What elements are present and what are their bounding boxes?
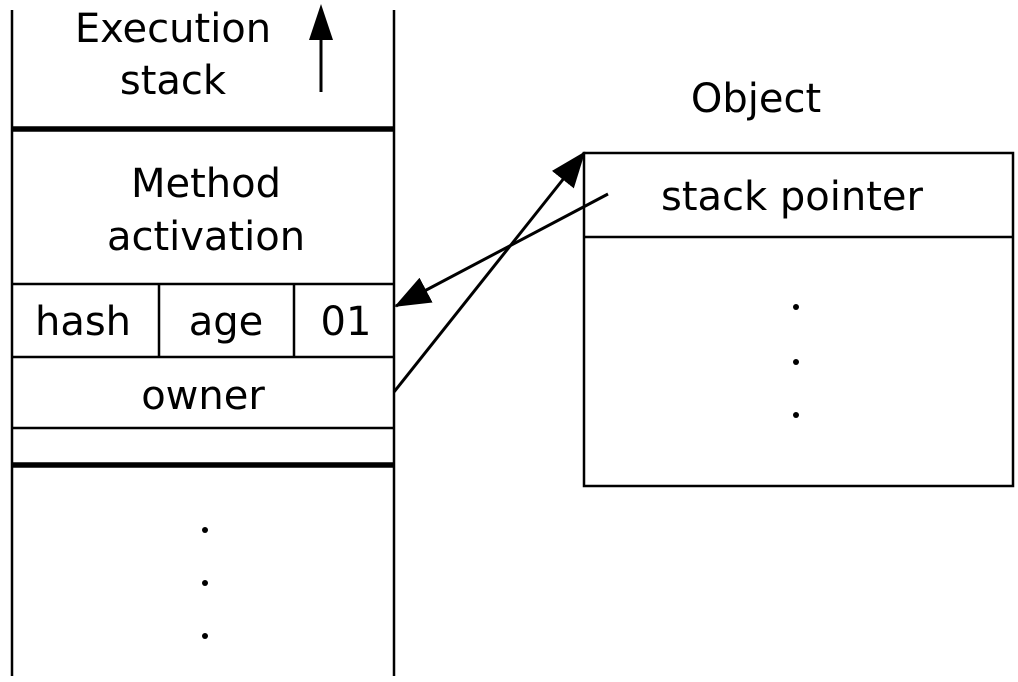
hash-cell: hash — [35, 299, 131, 345]
stack-continuation-ellipsis — [202, 527, 208, 639]
stack-pointer-to-lock-record-arrow — [394, 192, 609, 308]
object-title: Object — [691, 76, 821, 122]
method-activation-line2: activation — [107, 214, 305, 260]
method-activation-line1: Method — [131, 161, 281, 207]
object-box — [582, 151, 1015, 488]
object: Object stack pointer — [582, 76, 1015, 488]
age-cell: age — [189, 299, 264, 345]
stack-title-line1: Execution — [75, 6, 271, 52]
object-header: stack pointer — [661, 174, 924, 220]
lock-bits-cell: 01 — [321, 299, 372, 345]
stack-title-line2: stack — [120, 58, 227, 104]
owner-cell: owner — [141, 373, 265, 419]
execution-stack: Execution stack Method activation hash a… — [10, 4, 396, 676]
stack-growth-arrow-icon — [309, 4, 333, 92]
object-continuation-ellipsis — [793, 304, 799, 418]
owner-to-object-arrow — [392, 151, 586, 393]
